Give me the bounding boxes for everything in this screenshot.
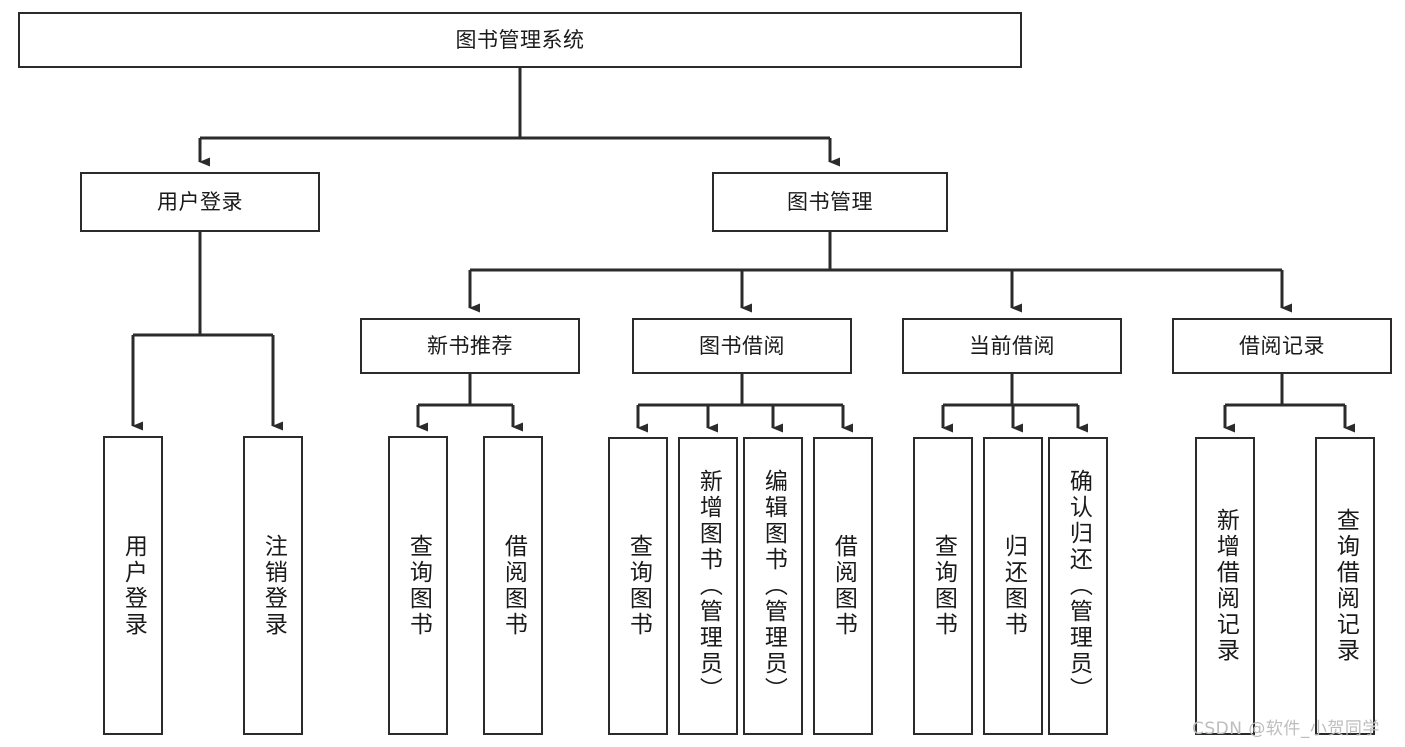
node-leaf-return[interactable]: 归还图书 [983, 437, 1043, 735]
node-leaf-logout[interactable]: 注销登录 [243, 436, 303, 735]
node-label-book-borrow: 图书借阅 [699, 333, 785, 358]
node-borrow-record[interactable]: 借阅记录 [1172, 318, 1392, 374]
node-label-leaf-add-book: 新增图书（管理员） [695, 469, 722, 703]
node-label-leaf-add-rec: 新增借阅记录 [1212, 508, 1239, 664]
node-leaf-query-rec[interactable]: 查询借阅记录 [1315, 437, 1375, 735]
node-label-borrow-record: 借阅记录 [1239, 333, 1325, 358]
node-leaf-add-book[interactable]: 新增图书（管理员） [678, 437, 738, 735]
node-label-leaf-confirm: 确认归还（管理员） [1065, 469, 1092, 703]
node-new-book-rec[interactable]: 新书推荐 [360, 318, 580, 374]
node-label-leaf-logout: 注销登录 [260, 533, 287, 638]
node-label-leaf-query-3: 查询图书 [930, 534, 957, 638]
node-label-leaf-query-rec: 查询借阅记录 [1332, 508, 1359, 664]
node-leaf-borrow-1[interactable]: 借阅图书 [483, 436, 543, 735]
node-leaf-query-3[interactable]: 查询图书 [913, 437, 973, 735]
node-label-root: 图书管理系统 [455, 27, 585, 52]
node-label-leaf-borrow-2: 借阅图书 [830, 534, 857, 638]
node-leaf-borrow-2[interactable]: 借阅图书 [813, 437, 873, 735]
node-label-new-book-rec: 新书推荐 [427, 333, 513, 358]
node-book-borrow[interactable]: 图书借阅 [632, 318, 852, 374]
node-leaf-confirm[interactable]: 确认归还（管理员） [1048, 437, 1108, 735]
node-leaf-query-1[interactable]: 查询图书 [388, 436, 448, 735]
node-leaf-user-login[interactable]: 用户登录 [103, 436, 163, 735]
node-root[interactable]: 图书管理系统 [18, 12, 1022, 68]
node-label-leaf-query-2: 查询图书 [625, 534, 652, 638]
node-label-leaf-edit-book: 编辑图书（管理员） [760, 469, 787, 703]
node-leaf-edit-book[interactable]: 编辑图书（管理员） [743, 437, 803, 735]
node-label-leaf-query-1: 查询图书 [405, 533, 432, 638]
node-leaf-add-rec[interactable]: 新增借阅记录 [1195, 437, 1255, 735]
node-current-borrow[interactable]: 当前借阅 [902, 318, 1122, 374]
node-label-book-manage: 图书管理 [787, 189, 873, 214]
node-book-manage[interactable]: 图书管理 [712, 172, 948, 232]
node-label-leaf-borrow-1: 借阅图书 [500, 533, 527, 638]
connector-paths [131, 68, 1355, 433]
node-user-login[interactable]: 用户登录 [80, 172, 320, 232]
node-label-leaf-user-login: 用户登录 [120, 533, 147, 638]
node-label-current-borrow: 当前借阅 [969, 333, 1055, 358]
node-leaf-query-2[interactable]: 查询图书 [608, 437, 668, 735]
node-label-leaf-return: 归还图书 [1000, 534, 1027, 638]
node-label-user-login: 用户登录 [157, 189, 243, 214]
